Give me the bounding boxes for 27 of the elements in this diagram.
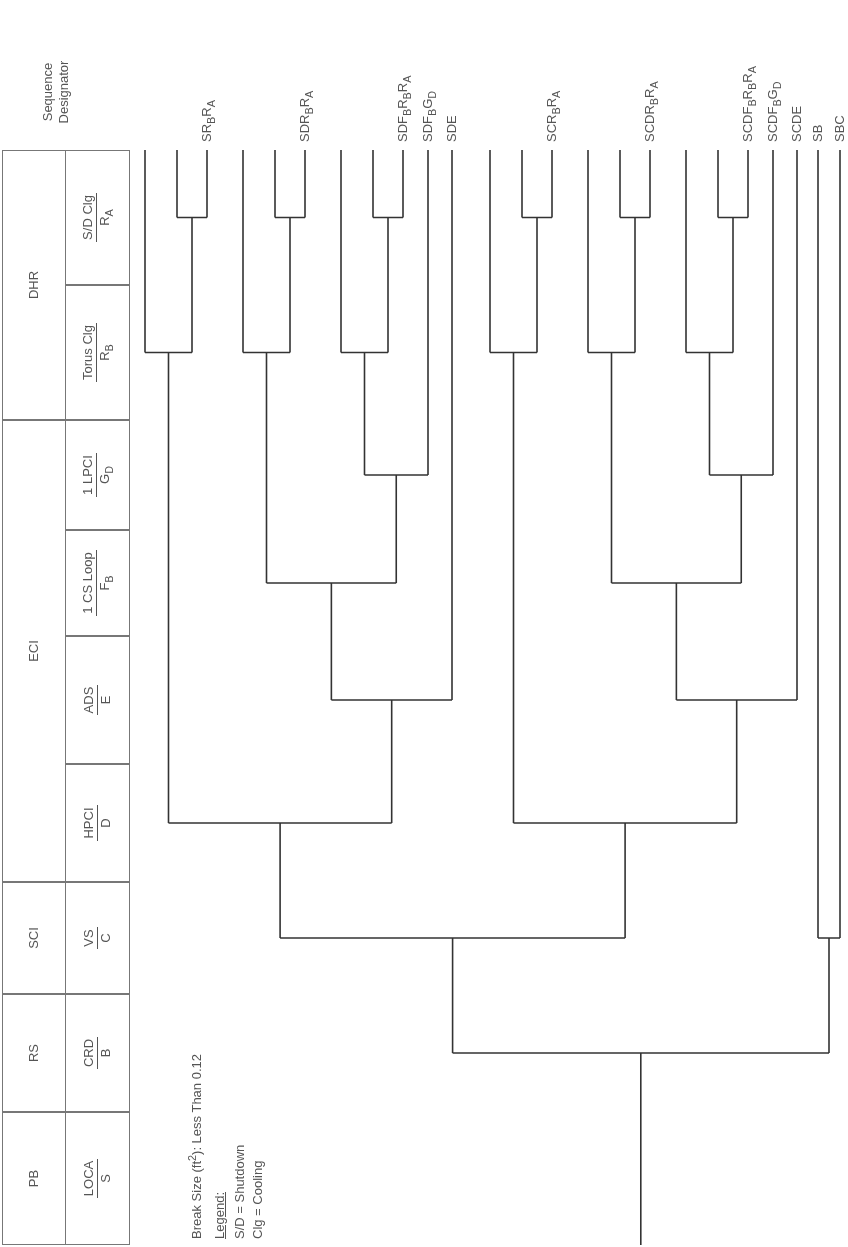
- sequence-designator: SCDE: [789, 105, 805, 142]
- event-label: VS: [81, 927, 98, 949]
- event-symbol: D: [98, 818, 114, 828]
- event-label: LOCA: [81, 1158, 98, 1199]
- column-heading: ECI: [26, 640, 42, 662]
- event-label: 1 CS Loop: [79, 550, 97, 616]
- legend-heading: Legend:: [212, 1192, 228, 1239]
- event-symbol: S: [98, 1174, 114, 1183]
- event-label: Torus Clg: [79, 323, 97, 382]
- event-label: 1 LPCI: [79, 453, 97, 497]
- event-symbol: E: [98, 695, 114, 705]
- column-heading: SCI: [26, 927, 42, 949]
- event-label: HPCI: [81, 805, 98, 841]
- column-heading: RS: [26, 1043, 42, 1063]
- event-symbol: B: [98, 1048, 114, 1058]
- event-label: ADS: [81, 684, 98, 716]
- column-heading: PB: [26, 1169, 42, 1188]
- sequence-designator: SDE: [444, 115, 460, 142]
- legend-entry: Clg = Cooling: [250, 1160, 266, 1239]
- event-symbol: C: [98, 933, 114, 943]
- event-label: CRD: [81, 1036, 98, 1070]
- legend-entry: S/D = Shutdown: [232, 1144, 248, 1239]
- event-label: S/D Clg: [79, 193, 97, 242]
- sequence-designator: SBC: [832, 115, 848, 142]
- column-heading: DHR: [26, 270, 42, 300]
- sequence-designator: SB: [810, 124, 826, 142]
- column-heading: Sequence Designator: [40, 59, 73, 126]
